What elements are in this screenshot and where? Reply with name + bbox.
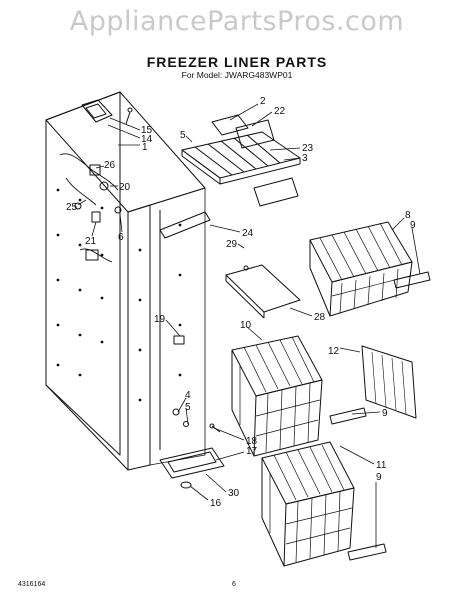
screw-parts-4-5 — [172, 408, 189, 427]
callout-22: 22 — [274, 106, 286, 117]
strip-part-24 — [159, 211, 211, 239]
callout-3: 3 — [302, 153, 308, 164]
freezer-liner — [45, 91, 206, 471]
callout-labels: 15 14 1 26 20 25 21 6 2 22 5 23 3 24 29 … — [66, 96, 416, 509]
callout-26: 26 — [104, 160, 116, 171]
shelf-assembly — [181, 114, 301, 207]
callout-23: 23 — [302, 143, 314, 154]
callout-12: 12 — [328, 346, 340, 357]
callout-5: 5 — [180, 130, 186, 141]
callout-24: 24 — [242, 228, 254, 239]
callout-17: 17 — [246, 446, 258, 457]
callout-18: 18 — [246, 436, 258, 447]
watermark: AppliancePartsPros.com — [69, 6, 405, 37]
thermostat-parts — [74, 164, 122, 261]
panel-part-12 — [361, 345, 417, 419]
callout-11: 11 — [376, 460, 387, 471]
basket-part-10 — [231, 335, 367, 457]
callout-19: 19 — [154, 314, 166, 325]
document-number: 4316164 — [18, 581, 46, 588]
callout-30: 30 — [228, 488, 240, 499]
bracket-part-15 — [81, 99, 133, 125]
callout-5-lower: 5 — [185, 402, 191, 413]
callout-9-middle: 9 — [382, 408, 388, 419]
rail-part-28 — [225, 264, 301, 319]
callout-6: 6 — [118, 232, 124, 243]
part-19 — [173, 335, 185, 345]
callout-29: 29 — [226, 239, 238, 250]
callout-1: 1 — [142, 142, 148, 153]
callout-9-bottom: 9 — [376, 472, 382, 483]
callout-28: 28 — [314, 312, 326, 323]
callout-2: 2 — [260, 96, 266, 107]
callout-10: 10 — [240, 320, 252, 331]
basket-part-11 — [261, 441, 387, 567]
callout-25: 25 — [66, 202, 78, 213]
basket-part-8 — [309, 221, 431, 317]
callout-8: 8 — [405, 210, 411, 221]
callout-14: 14 — [141, 134, 153, 145]
callout-9-top: 9 — [410, 220, 416, 231]
diagram-title: FREEZER LINER PARTS — [146, 54, 328, 70]
model-subtitle: For Model: JWARG483WP01 — [181, 70, 293, 80]
callout-16: 16 — [210, 498, 222, 509]
callout-4: 4 — [185, 390, 191, 401]
callout-21: 21 — [85, 236, 97, 247]
bottom-parts-17-30-16 — [159, 423, 225, 489]
callout-15: 15 — [141, 125, 153, 136]
callout-20: 20 — [119, 182, 131, 193]
page-number: 6 — [232, 581, 236, 588]
